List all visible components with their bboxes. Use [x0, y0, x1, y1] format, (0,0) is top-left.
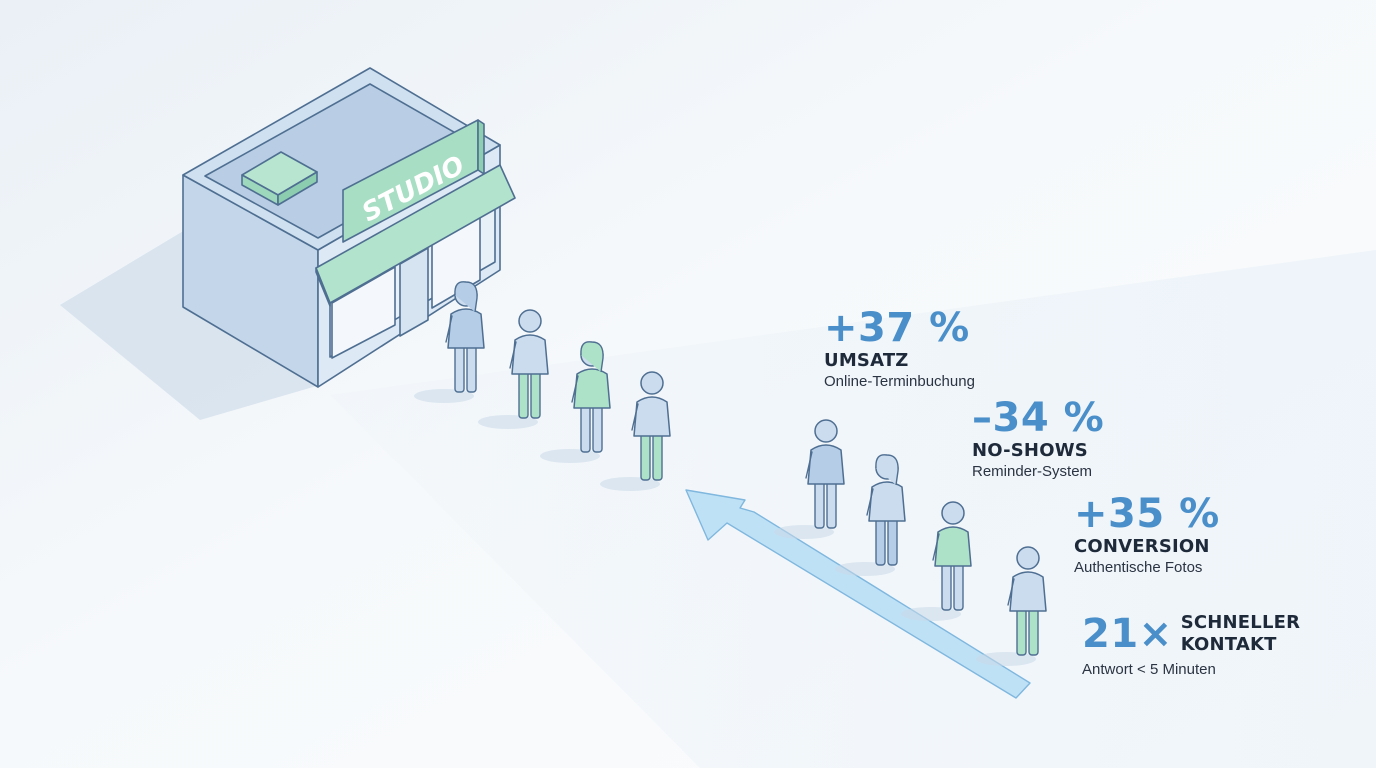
- person-figure: [976, 546, 1047, 666]
- stat-subtitle: Antwort < 5 Minuten: [1082, 661, 1216, 678]
- building-shadow: [60, 230, 320, 420]
- stat-label-line2: KONTAKT: [1180, 634, 1277, 655]
- stat-subtitle: Reminder-System: [972, 463, 1093, 480]
- stat-value: 21×: [1082, 611, 1173, 657]
- stat-label-line1: SCHNELLER: [1180, 612, 1301, 633]
- person-figure: [835, 454, 906, 576]
- stat-conversion: +35 % CONVERSION Authentische Fotos: [1074, 492, 1220, 578]
- stat-kontakt: 21× SCHNELLER KONTAKT Antwort < 5 Minute…: [1082, 612, 1300, 680]
- stat-subtitle: Online-Terminbuchung: [824, 373, 975, 390]
- stat-no-shows: –34 % NO-SHOWS Reminder-System: [972, 396, 1104, 482]
- stat-subtitle: Authentische Fotos: [1074, 559, 1203, 576]
- stat-label: NO-SHOWS: [972, 440, 1088, 461]
- person-figure: [901, 501, 972, 621]
- stat-value: +35 %: [1074, 491, 1220, 537]
- person-figure: [540, 341, 611, 463]
- person-figure: [478, 309, 549, 429]
- stat-value: –34 %: [972, 395, 1105, 441]
- person-figure: [414, 281, 485, 403]
- stat-label: UMSATZ: [824, 350, 909, 371]
- person-figure: [774, 419, 845, 539]
- stat-value: +37 %: [824, 305, 970, 351]
- growth-arrow: [685, 489, 1031, 699]
- stat-label: CONVERSION: [1074, 536, 1210, 557]
- person-figure: [600, 371, 671, 491]
- studio-building: [182, 67, 516, 388]
- stat-umsatz: +37 % UMSATZ Online-Terminbuchung: [824, 306, 975, 392]
